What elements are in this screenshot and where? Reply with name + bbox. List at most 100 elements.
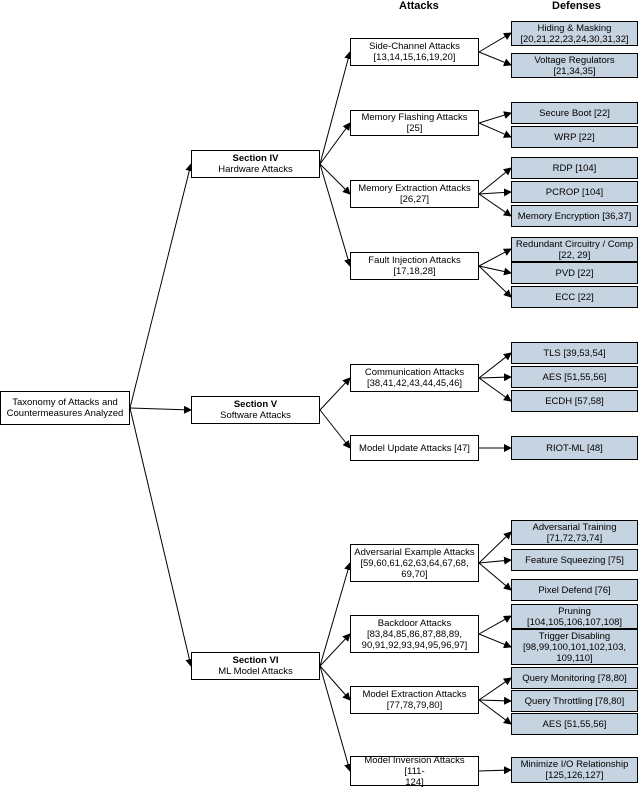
connector-arrows bbox=[129, 32, 512, 775]
defense-label-line2: [125,126,127] bbox=[545, 770, 604, 781]
connector-arrow bbox=[478, 766, 512, 775]
defense-node-memory-encryption[interactable]: Memory Encryption [36,37] bbox=[511, 205, 638, 227]
attack-label-line2: [26,27] bbox=[399, 194, 430, 205]
connector-arrow bbox=[129, 163, 194, 409]
connector-arrow bbox=[478, 265, 512, 276]
defenses-column-header: Defenses bbox=[552, 0, 601, 12]
defense-label-line1: Query Throttling [78,80] bbox=[524, 695, 625, 707]
attack-node-memory-flashing[interactable]: Memory Flashing Attacks [25] bbox=[350, 110, 479, 136]
section-node-software[interactable]: Section V Software Attacks bbox=[191, 396, 320, 424]
connector-arrow bbox=[319, 562, 352, 667]
section-subtitle: ML Model Attacks bbox=[218, 666, 293, 677]
defense-label-line1: TLS [39,53,54] bbox=[543, 347, 606, 359]
defense-label-line1: ECC [22] bbox=[555, 291, 594, 303]
connector-arrow bbox=[478, 248, 512, 267]
defense-label-line1: Adversarial Training bbox=[532, 521, 617, 533]
attack-label-line1: Model Inversion Attacks [111- bbox=[364, 754, 465, 777]
attack-label-line3: 90,91,92,93,94,95,96,97] bbox=[361, 639, 468, 651]
defense-node-aes-ml[interactable]: AES [51,55,56] bbox=[511, 713, 638, 735]
attack-label-line2: 124] bbox=[405, 776, 424, 788]
defense-label-line1: WRP [22] bbox=[554, 131, 595, 143]
connector-arrow bbox=[478, 531, 512, 564]
attack-label-line2: [13,14,15,16,19,20] bbox=[373, 52, 456, 63]
defense-node-voltage-regulators[interactable]: Voltage Regulators [21,34,35] bbox=[511, 53, 638, 78]
section-title: Section VI bbox=[232, 655, 279, 666]
defense-label-line2: [104,105,106,107,108] bbox=[526, 616, 623, 628]
connector-arrow bbox=[319, 377, 351, 411]
connector-arrow bbox=[478, 373, 512, 382]
connector-arrow bbox=[129, 407, 194, 667]
defense-label-line1: Voltage Regulators bbox=[534, 54, 615, 66]
attack-label-line2: [59,60,61,62,63,64,67,68, bbox=[360, 557, 469, 569]
connector-arrow bbox=[319, 122, 351, 165]
connector-arrow bbox=[478, 352, 512, 379]
defense-node-secure-boot[interactable]: Secure Boot [22] bbox=[511, 102, 638, 124]
defense-label-line1: Pruning bbox=[558, 605, 591, 617]
attack-label-line2: [77,78,79,80] bbox=[386, 700, 443, 711]
defense-node-pcrop[interactable]: PCROP [104] bbox=[511, 181, 638, 203]
attack-node-model-inversion[interactable]: Model Inversion Attacks [111- 124] bbox=[350, 754, 479, 788]
defense-label-line1: PCROP [104] bbox=[545, 186, 604, 198]
connector-arrow bbox=[478, 556, 512, 565]
attack-label-line1: Adversarial Example Attacks bbox=[354, 546, 475, 558]
defense-node-pvd[interactable]: PVD [22] bbox=[511, 262, 638, 284]
connector-arrow bbox=[478, 193, 512, 217]
defense-node-query-monitoring[interactable]: Query Monitoring [78,80] bbox=[511, 667, 638, 689]
defense-node-minimize-io[interactable]: Minimize I/O Relationship [125,126,127] bbox=[511, 757, 638, 783]
connector-arrow bbox=[478, 377, 512, 402]
defense-node-riot-ml[interactable]: RIOT-ML [48] bbox=[511, 436, 638, 460]
attack-label-line1: Communication Attacks bbox=[364, 367, 465, 378]
attack-node-model-update[interactable]: Model Update Attacks [47] bbox=[350, 435, 479, 461]
attack-label-line2: [17,18,28] bbox=[393, 266, 436, 277]
attack-label-line1: Model Extraction Attacks bbox=[362, 689, 467, 700]
defense-node-aes-software[interactable]: AES [51,55,56] bbox=[511, 366, 638, 388]
attack-node-backdoor[interactable]: Backdoor Attacks [83,84,85,86,87,88,89, … bbox=[350, 615, 479, 653]
defense-node-pruning[interactable]: Pruning [104,105,106,107,108] bbox=[511, 604, 638, 629]
attack-label-line1: Model Update Attacks [47] bbox=[359, 442, 470, 454]
attack-node-model-extraction[interactable]: Model Extraction Attacks [77,78,79,80] bbox=[350, 686, 479, 714]
defense-node-rdp[interactable]: RDP [104] bbox=[511, 157, 638, 179]
defense-label-line1: Feature Squeezing [75] bbox=[525, 554, 624, 566]
connector-arrow bbox=[478, 677, 512, 701]
defense-node-tls[interactable]: TLS [39,53,54] bbox=[511, 342, 638, 364]
defense-node-trigger-disabling[interactable]: Trigger Disabling [98,99,100,101,102,103… bbox=[511, 629, 638, 665]
defense-node-wrp[interactable]: WRP [22] bbox=[511, 126, 638, 148]
defense-node-redundant-circuitry[interactable]: Redundant Circuitry / Comp [22, 29] bbox=[511, 237, 638, 262]
section-node-hardware[interactable]: Section IV Hardware Attacks bbox=[191, 150, 320, 178]
attack-node-memory-extraction[interactable]: Memory Extraction Attacks [26,27] bbox=[350, 180, 479, 208]
defense-node-feature-squeezing[interactable]: Feature Squeezing [75] bbox=[511, 549, 638, 571]
connector-arrow bbox=[319, 633, 351, 667]
defense-node-ecdh[interactable]: ECDH [57,58] bbox=[511, 390, 638, 412]
defense-label-line1: Memory Encryption [36,37] bbox=[517, 210, 632, 222]
section-subtitle: Software Attacks bbox=[220, 410, 291, 421]
section-node-ml-model[interactable]: Section VI ML Model Attacks bbox=[191, 652, 320, 680]
attack-node-fault-injection[interactable]: Fault Injection Attacks [17,18,28] bbox=[350, 252, 479, 280]
attack-node-side-channel[interactable]: Side-Channel Attacks [13,14,15,16,19,20] bbox=[350, 38, 479, 66]
connector-arrow bbox=[478, 167, 512, 195]
section-subtitle: Hardware Attacks bbox=[218, 164, 293, 175]
connector-arrow bbox=[319, 163, 352, 267]
attack-node-communication[interactable]: Communication Attacks [38,41,42,43,44,45… bbox=[350, 364, 479, 392]
connector-arrow bbox=[478, 699, 512, 725]
attack-node-adversarial-example[interactable]: Adversarial Example Attacks [59,60,61,62… bbox=[350, 544, 479, 582]
defense-node-hiding-masking[interactable]: Hiding & Masking [20,21,22,23,24,30,31,3… bbox=[511, 21, 638, 46]
defense-label-line1: Secure Boot [22] bbox=[539, 107, 610, 119]
attack-label-line1: Memory Flashing Attacks [25] bbox=[361, 112, 468, 134]
root-node[interactable]: Taxonomy of Attacks and Countermeasures … bbox=[0, 391, 130, 425]
defense-label-line1: Minimize I/O Relationship bbox=[520, 759, 629, 770]
defense-node-adversarial-training[interactable]: Adversarial Training [71,72,73,74] bbox=[511, 520, 638, 545]
connector-arrow bbox=[478, 265, 512, 298]
connector-arrow bbox=[319, 51, 353, 165]
defense-label-line1: RDP [104] bbox=[552, 162, 597, 174]
connector-arrow bbox=[478, 562, 512, 591]
defense-label-line3: 109,110] bbox=[556, 652, 593, 664]
defense-label-line2: [20,21,22,23,24,30,31,32] bbox=[520, 33, 629, 45]
defense-label-line1: Redundant Circuitry / Comp bbox=[515, 238, 634, 250]
defense-label-line1: RIOT-ML [48] bbox=[546, 442, 603, 454]
defense-node-pixel-defend[interactable]: Pixel Defend [76] bbox=[511, 579, 638, 601]
defense-label-line1: ECDH [57,58] bbox=[545, 395, 604, 407]
connector-arrow bbox=[319, 665, 351, 701]
connector-arrow bbox=[478, 188, 512, 197]
defense-node-query-throttling[interactable]: Query Throttling [78,80] bbox=[511, 690, 638, 712]
defense-node-ecc[interactable]: ECC [22] bbox=[511, 286, 638, 308]
